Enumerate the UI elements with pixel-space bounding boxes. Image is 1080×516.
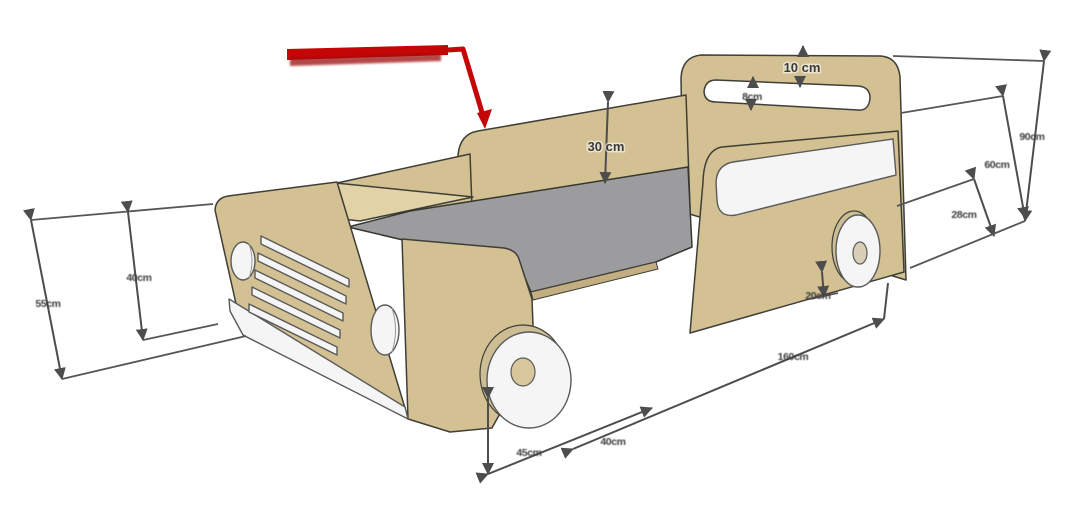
grille-slat [260,235,350,288]
headlight-right-edge [391,307,396,353]
red-annotation-note [287,45,492,129]
dim-label-front-overhang: 45cm [516,447,541,459]
dim-ext-right-bottom [909,220,1026,269]
dim-line-rear-riser [883,282,889,320]
dim-label-bottom-mid: 40cm [600,436,625,448]
rear-wheel [831,210,881,288]
rear-wheel-hub [852,241,868,265]
dim-label-headboard-height: 60cm [984,159,1009,171]
dim-label-front-total-height: 55cm [35,298,60,310]
dim-ext-right-inner [896,178,975,207]
dim-ext-left-inner [142,323,219,341]
front-wheel-hub [510,357,536,387]
dim-line-side-panel-height [599,90,615,184]
front-grille-panel [214,181,409,420]
dim-ext-left-top [30,203,214,221]
dim-line-bed-length [560,317,885,459]
dim-line-front-hood-height [120,200,148,341]
dim-line-rail-height [964,166,997,237]
dim-label-bed-length: 160cm [778,351,809,363]
bumper [228,298,409,420]
dim-label-headboard-top-bar: 10 cm [784,60,821,75]
dim-ext-right-top [892,55,1045,62]
headlight-left-edge [248,243,253,279]
side-stripe-panel [715,138,897,217]
headlight-right-icon [370,304,400,356]
dimension-lines [23,45,1052,484]
dim-label-rail-height: 28cm [951,209,976,221]
red-annotation-arrow [447,46,487,120]
dim-label-headboard-slot: 8cm [742,91,762,103]
dim-label-front-hood-height: 40cm [126,272,151,284]
dim-line-headboard-height [995,84,1029,219]
grille-slat [254,269,344,322]
dim-ext-left-bottom [61,335,247,380]
grille-slat [251,286,341,339]
deck-edge [530,261,659,301]
grille-slat [248,303,338,356]
dim-label-side-panel-height: 30 cm [588,139,625,154]
grille-slat [257,252,347,305]
dim-line-front-total-height [23,208,66,380]
headlight-left-icon [230,241,256,281]
dim-label-rear-total-height: 90cm [1019,131,1044,143]
dim-ext-right-mid [900,95,1004,114]
dim-line-wheel-clearance [815,260,830,298]
dim-ext-wheel [809,292,839,300]
red-annotation-arrowhead [477,109,492,129]
dim-label-wheel-clearance: 20cm [805,290,830,302]
